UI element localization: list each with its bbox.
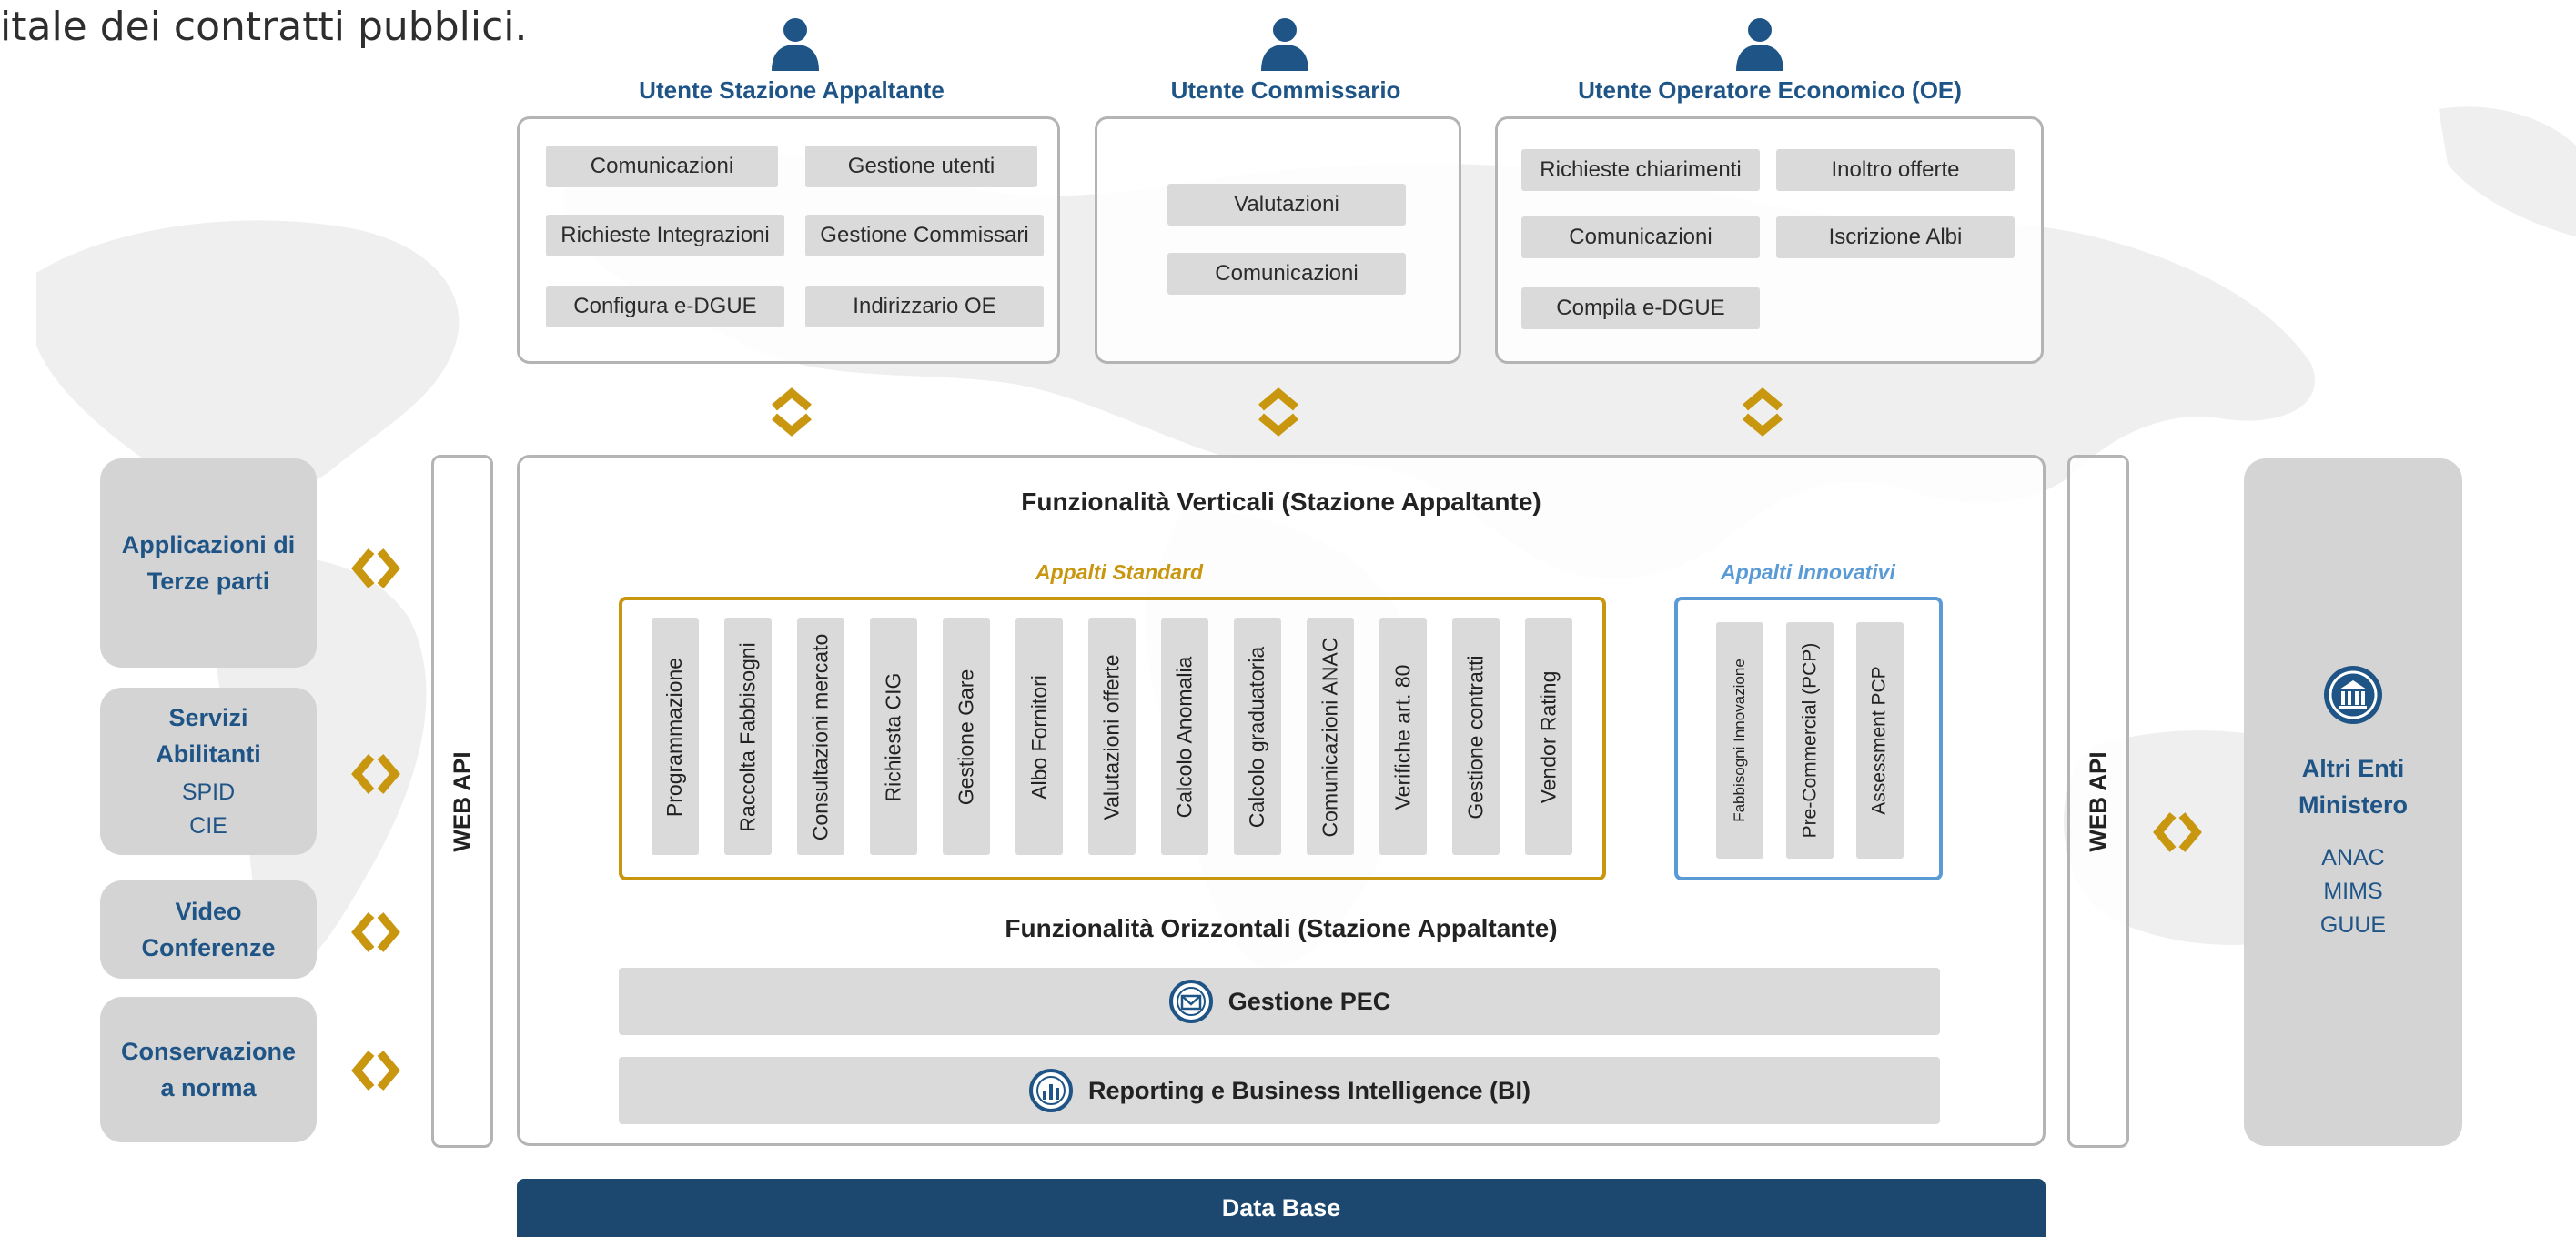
user-icon — [1261, 18, 1308, 71]
user-title-commissario: Utente Commissario — [1170, 76, 1401, 104]
function-label: Raccolta Fabbisogni — [735, 641, 760, 832]
function-consultazioni-mercato[interactable]: Consultazioni mercato — [797, 618, 844, 855]
reporting-bi-bar[interactable]: Reporting e Business Intelligence (BI) — [619, 1057, 1940, 1124]
entity-item-guue: GUUE — [2319, 911, 2387, 938]
entity-item-mims: MIMS — [2323, 878, 2383, 904]
function-label: Verifiche art. 80 — [1390, 664, 1415, 810]
web-api-label: WEB API — [2084, 750, 2112, 852]
function-albo-fornitori[interactable]: Albo Fornitori — [1015, 618, 1063, 855]
pill-iscrizione-albi[interactable]: Iscrizione Albi — [1776, 216, 2015, 258]
bi-label: Reporting e Business Intelligence (BI) — [1087, 1076, 1531, 1104]
web-api-right: WEB API — [2067, 455, 2129, 1148]
function-label: Richiesta CIG — [881, 672, 905, 801]
service-title: Video Conferenze — [141, 898, 276, 961]
function-label: Gestione contratti — [1463, 654, 1488, 820]
function-calcolo-anomalia[interactable]: Calcolo Anomalia — [1161, 618, 1208, 855]
panel-commissario — [1095, 116, 1461, 364]
function-label: Programmazione — [662, 657, 687, 817]
function-comunicazioni-anac[interactable]: Comunicazioni ANAC — [1307, 618, 1354, 855]
standard-group-box — [619, 597, 1606, 880]
up-down-arrow-icon — [1743, 387, 1783, 437]
service-subtitle: SPID CIE — [181, 779, 236, 839]
function-label: Consultazioni mercato — [808, 633, 833, 840]
pill-comunicazioni[interactable]: Comunicazioni — [1167, 253, 1406, 295]
pill-comunicazioni[interactable]: Comunicazioni — [546, 146, 778, 187]
innovative-function-fabbisogni-innovazione[interactable]: Fabbisogni Innovazione — [1716, 622, 1763, 859]
vertical-functions-title: Funzionalità Verticali (Stazione Appalta… — [1021, 488, 1541, 516]
function-label: Calcolo graduatoria — [1245, 646, 1269, 828]
function-gestione-contratti[interactable]: Gestione contratti — [1452, 618, 1500, 855]
function-label: Assessment PCP — [1869, 666, 1891, 815]
left-right-arrow-icon — [351, 912, 400, 952]
web-api-label: WEB API — [448, 750, 476, 852]
pec-label: Gestione PEC — [1227, 987, 1391, 1015]
function-label: Pre-Commercial (PCP) — [1799, 642, 1820, 839]
database-bar: Data Base — [517, 1179, 2046, 1237]
left-right-arrow-icon — [351, 754, 400, 794]
mail-icon — [1168, 980, 1213, 1023]
pill-gestione-commissari[interactable]: Gestione Commissari — [805, 215, 1044, 256]
bar-chart-icon — [1028, 1069, 1073, 1112]
function-valutazioni-offerte[interactable]: Valutazioni offerte — [1088, 618, 1136, 855]
service-title: Applicazioni di Terze parti — [121, 531, 296, 595]
user-title-stazione-appaltante: Utente Stazione Appaltante — [639, 76, 945, 104]
web-api-left: WEB API — [431, 455, 493, 1148]
function-label: Fabbisogni Innovazione — [1731, 659, 1749, 822]
innovative-group-label: Appalti Innovativi — [1721, 560, 1895, 584]
entity-title: Altri Enti Ministero — [2298, 754, 2408, 819]
pill-comunicazioni[interactable]: Comunicazioni — [1521, 216, 1760, 258]
right-entity-altri-enti[interactable]: Altri Enti Ministero ANAC MIMS GUUE — [2244, 458, 2462, 1146]
institution-icon — [2324, 665, 2382, 724]
innovative-function-assessment-pcp[interactable]: Assessment PCP — [1856, 622, 1904, 859]
page-caption: itale dei contratti pubblici. — [0, 4, 528, 50]
left-right-arrow-icon — [351, 548, 400, 588]
service-servizi-abilitanti[interactable]: Servizi Abilitanti SPID CIE — [100, 688, 317, 855]
service-applicazioni-terze-parti[interactable]: Applicazioni di Terze parti — [100, 458, 317, 668]
function-richiesta-cig[interactable]: Richiesta CIG — [870, 618, 917, 855]
pill-gestione-utenti[interactable]: Gestione utenti — [805, 146, 1037, 187]
pill-configura-edgue[interactable]: Configura e-DGUE — [546, 286, 784, 327]
function-vendor-rating[interactable]: Vendor Rating — [1525, 618, 1572, 855]
function-raccolta-fabbisogni[interactable]: Raccolta Fabbisogni — [724, 618, 772, 855]
up-down-arrow-icon — [772, 387, 812, 437]
pill-richieste-chiarimenti[interactable]: Richieste chiarimenti — [1521, 149, 1760, 191]
service-conservazione-norma[interactable]: Conservazione a norma — [100, 997, 317, 1142]
innovative-group-box — [1674, 597, 1943, 880]
function-gestione-gare[interactable]: Gestione Gare — [943, 618, 990, 855]
function-label: Albo Fornitori — [1026, 674, 1051, 800]
user-icon — [1736, 18, 1783, 71]
function-label: Vendor Rating — [1536, 670, 1561, 803]
pill-valutazioni[interactable]: Valutazioni — [1167, 184, 1406, 226]
left-right-arrow-icon — [2153, 812, 2202, 852]
function-label: Comunicazioni ANAC — [1318, 637, 1342, 837]
service-title: Conservazione a norma — [120, 1038, 297, 1101]
pill-indirizzario-oe[interactable]: Indirizzario OE — [805, 286, 1044, 327]
pill-richieste-integrazioni[interactable]: Richieste Integrazioni — [546, 215, 784, 256]
function-programmazione[interactable]: Programmazione — [652, 618, 699, 855]
left-right-arrow-icon — [351, 1051, 400, 1091]
user-icon — [772, 18, 819, 71]
standard-group-label: Appalti Standard — [1035, 560, 1203, 584]
up-down-arrow-icon — [1258, 387, 1298, 437]
pill-inoltro-offerte[interactable]: Inoltro offerte — [1776, 149, 2015, 191]
function-label: Calcolo Anomalia — [1172, 656, 1197, 818]
function-verifiche-art-80[interactable]: Verifiche art. 80 — [1379, 618, 1427, 855]
function-label: Gestione Gare — [954, 669, 978, 805]
innovative-function-pre-commercial-pcp[interactable]: Pre-Commercial (PCP) — [1786, 622, 1834, 859]
function-label: Valutazioni offerte — [1099, 654, 1124, 820]
service-video-conferenze[interactable]: Video Conferenze — [100, 880, 317, 979]
horizontal-functions-title: Funzionalità Orizzontali (Stazione Appal… — [1005, 914, 1558, 942]
service-title: Servizi Abilitanti — [156, 704, 261, 768]
function-calcolo-graduatoria[interactable]: Calcolo graduatoria — [1234, 618, 1281, 855]
entity-item-anac: ANAC — [2321, 844, 2385, 870]
pill-compila-edgue[interactable]: Compila e-DGUE — [1521, 287, 1760, 329]
user-title-operatore-economico: Utente Operatore Economico (OE) — [1578, 76, 1962, 104]
pec-management-bar[interactable]: Gestione PEC — [619, 968, 1940, 1035]
